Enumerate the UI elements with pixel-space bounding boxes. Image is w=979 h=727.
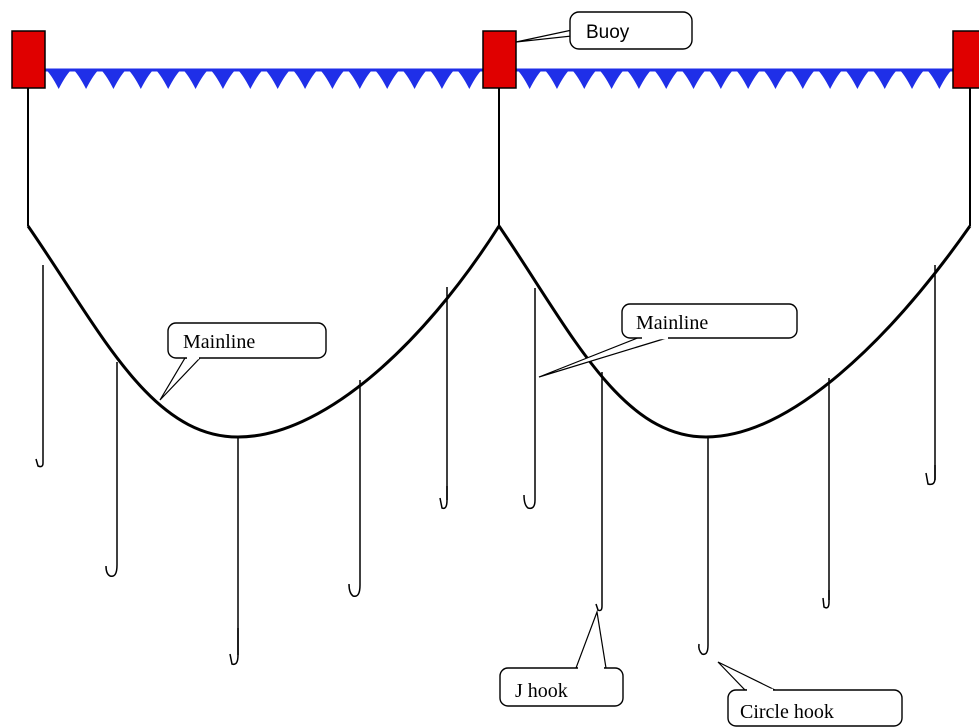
floats-left: [45, 69, 483, 89]
callout-circle-hook: Circle hook: [717, 661, 903, 727]
branchline-hook: [105, 362, 118, 578]
buoy-center: [482, 30, 517, 89]
branchline-hook: [348, 380, 361, 598]
branchline-circle-hook: [698, 437, 709, 656]
float-icon: [816, 69, 844, 89]
float-icon: [318, 69, 347, 89]
float-icon: [543, 69, 571, 89]
circle-hook-label: Circle hook: [740, 701, 834, 723]
float-icon: [597, 69, 626, 89]
float-icon: [346, 69, 374, 89]
float-icon: [154, 69, 182, 89]
float-icon: [625, 69, 653, 89]
float-icon: [181, 69, 210, 89]
float-icon: [455, 69, 483, 89]
float-icon: [898, 69, 926, 89]
branchline-hook: [35, 265, 44, 468]
mainline-left-label: Mainline: [183, 331, 255, 353]
float-icon: [516, 69, 544, 89]
j-hook-label: J hook: [515, 680, 568, 702]
branchline-hook: [822, 378, 830, 609]
branchline-hook: [523, 288, 536, 510]
mainline-right: [497, 225, 972, 439]
float-icon: [236, 69, 264, 89]
branchline-hook: [229, 437, 239, 666]
mainline-right-label: Mainline: [636, 312, 708, 334]
float-icon: [734, 69, 762, 89]
callout-mainline-left: Mainline: [159, 322, 327, 401]
float-icon: [679, 69, 708, 89]
callout-j-hook: J hook: [499, 609, 624, 707]
branchline-hook: [925, 265, 936, 486]
float-icon: [264, 69, 292, 89]
callout-buoy: Buoy: [515, 11, 693, 50]
float-icon: [209, 69, 237, 89]
float-icon: [761, 69, 790, 89]
float-icon: [652, 69, 680, 89]
callout-mainline-right: Mainline: [538, 303, 798, 378]
float-icon: [127, 69, 155, 89]
float-line: [28, 68, 970, 89]
branchlines: [35, 265, 936, 666]
floats-right: [516, 69, 953, 89]
float-icon: [843, 69, 872, 89]
branchline-hook: [439, 287, 448, 510]
float-icon: [789, 69, 817, 89]
float-icon: [428, 69, 456, 89]
float-icon: [570, 69, 598, 89]
float-icon: [400, 69, 429, 89]
float-icon: [291, 69, 319, 89]
buoy-label: Buoy: [586, 22, 630, 43]
mainline-left: [26, 225, 501, 439]
float-icon: [72, 69, 100, 89]
buoy-lines: [27, 88, 971, 226]
float-icon: [925, 69, 953, 89]
float-icon: [45, 69, 73, 89]
float-icon: [871, 69, 899, 89]
float-icon: [707, 69, 735, 89]
branchline-j-hook: [595, 372, 603, 612]
buoy-left: [11, 30, 46, 89]
float-icon: [373, 69, 401, 89]
buoy-right: [952, 30, 979, 89]
float-icon: [99, 69, 128, 89]
